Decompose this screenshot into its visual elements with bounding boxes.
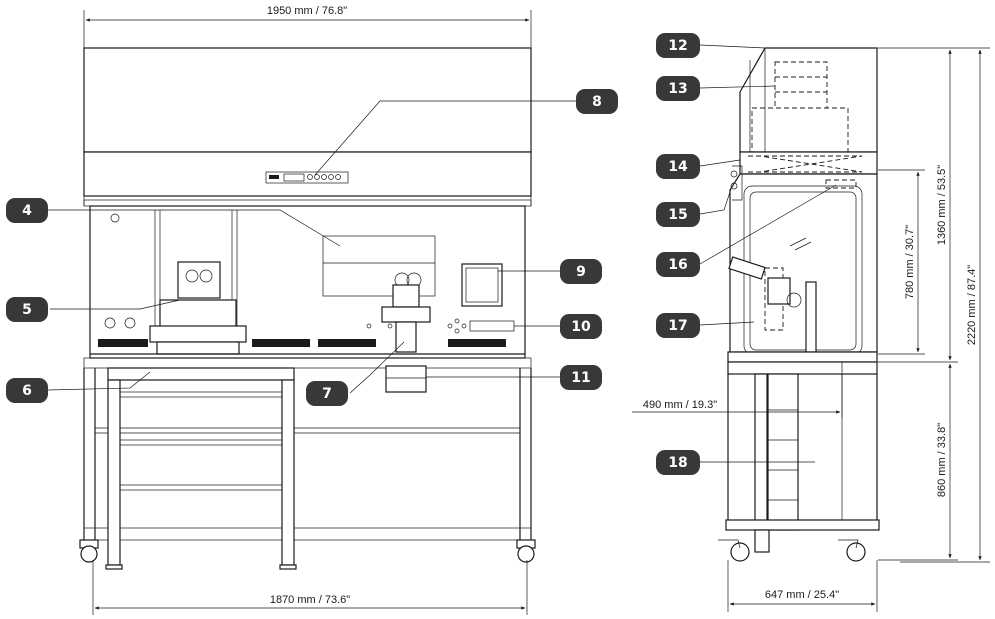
dimension-label: 1950 mm / 76.8" [267,5,347,17]
callout-4: 4 [6,198,48,223]
callout-12: 12 [656,33,700,58]
callout-5: 5 [6,297,48,322]
callout-11: 11 [560,365,602,390]
callout-number: 8 [592,94,602,110]
callout-number: 9 [576,264,586,280]
dimension-label: 1870 mm / 73.6" [270,594,350,606]
dimension-width-total: 1950 mm / 76.8" [83,5,532,52]
callout-8: 8 [576,89,618,114]
dimension-label: 780 mm / 30.7" [904,225,916,299]
dimension-height-window: 780 mm / 30.7" [878,169,925,355]
dimension-label: 1360 mm / 53.5" [936,165,948,245]
dimension-depth-inner: 490 mm / 19.3" [632,362,843,418]
callout-number: 5 [22,302,32,318]
control-panel [83,151,532,197]
dimension-height-stand: 860 mm / 33.8" [878,363,958,561]
dimension-height-cabinet: 1360 mm / 53.5" [878,47,958,363]
callout-number: 12 [668,38,687,54]
callout-16: 16 [656,252,700,277]
callout-13: 13 [656,76,700,101]
callout-9: 9 [560,259,602,284]
callout-17: 17 [656,313,700,338]
microscope-table [105,367,297,570]
callout-number: 6 [22,383,32,399]
side-stand [718,361,880,562]
microscope-left [149,261,247,355]
control-panel-display [265,171,349,184]
dimension-label: 647 mm / 25.4" [765,589,839,601]
foot-controller [385,365,427,393]
top-hood [83,47,532,153]
vent-grill [98,339,506,347]
callout-number: 7 [322,386,332,402]
microscope-side [728,256,817,353]
dimension-label: 860 mm / 33.8" [936,423,948,497]
callout-number: 11 [571,370,590,386]
dimension-width-stand: 1870 mm / 73.6" [92,560,528,615]
callout-number: 18 [668,455,687,471]
dimension-depth-side: 647 mm / 25.4" [727,560,878,612]
inner-plate [322,235,436,297]
port-icon [104,317,116,329]
callout-6: 6 [6,378,48,403]
callout-10: 10 [560,314,602,339]
leader-lines [47,44,837,463]
callout-18: 18 [656,450,700,475]
side-view: 1360 mm / 53.5" 2220 mm / 87.4" 780 mm /… [632,47,990,612]
callout-15: 15 [656,202,700,227]
front-stand [79,357,536,563]
front-view: 1950 mm / 76.8" [79,5,536,615]
callout-number: 14 [668,159,688,175]
port-icon [124,317,136,329]
callout-number: 15 [668,207,687,223]
callout-number: 13 [668,81,687,97]
callout-7: 7 [306,381,348,406]
side-hood [739,47,878,153]
dimension-height-total: 2220 mm / 87.4" [900,47,990,563]
port-icon [110,213,120,223]
callout-number: 4 [22,203,32,219]
callout-number: 10 [571,319,591,335]
callout-14: 14 [656,154,700,179]
callout-number: 17 [668,318,687,334]
dimension-label: 2220 mm / 87.4" [966,265,978,345]
monitor [461,263,503,307]
callout-number: 16 [668,257,687,273]
dimension-label: 490 mm / 19.3" [643,399,717,411]
